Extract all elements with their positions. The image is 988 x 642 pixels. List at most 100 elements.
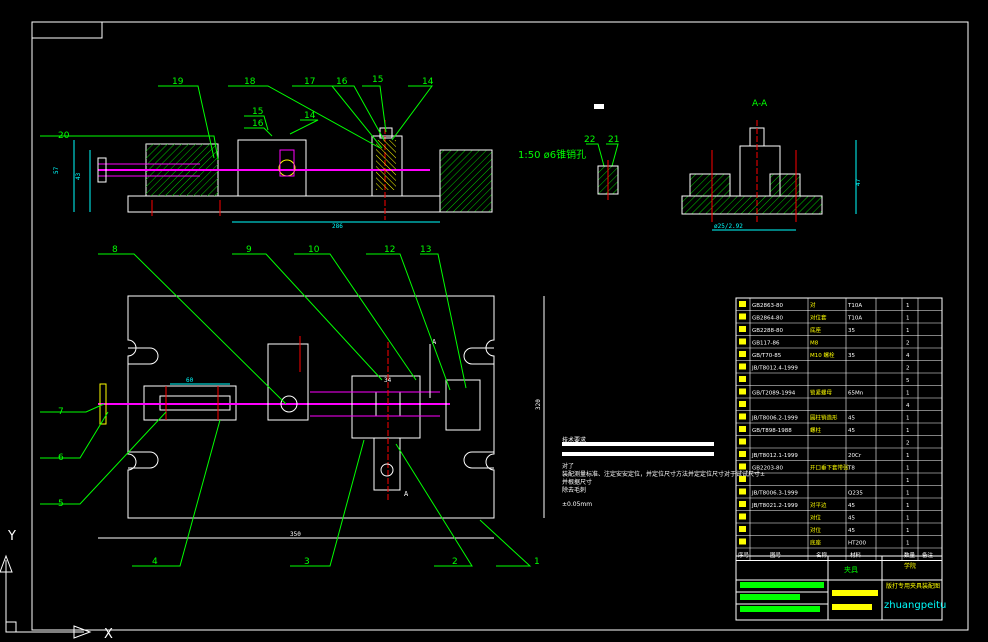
dim-width-front: 286 (332, 223, 343, 230)
bom-name: 对位 (810, 514, 822, 522)
bom-row-marker (739, 313, 746, 320)
balloon-13: 13 (420, 245, 431, 255)
balloon-16b: 16 (252, 119, 264, 129)
bom-code: GB2203-80 (752, 466, 784, 472)
balloon-20: 20 (58, 131, 70, 141)
bom-row-marker (739, 338, 746, 345)
bom-frame (735, 297, 943, 561)
bom-row-marker (739, 363, 746, 370)
bom-material: T10A (847, 316, 862, 322)
bom-header-no: 序号 (738, 551, 750, 559)
bom-name: 对 (810, 301, 816, 309)
bom-qty: 1 (906, 416, 910, 422)
bom-code: JB/T8006.2-1999 (751, 416, 798, 422)
balloon-19: 19 (172, 77, 184, 87)
bom-material: T10A (847, 303, 862, 309)
bom-row-marker (739, 476, 746, 482)
top-balloon-numbers: 19 18 17 16 15 14 20 15 16 14 22 21 (58, 75, 619, 145)
bom-qty: 2 (906, 441, 910, 447)
bom-qty: 5 (906, 378, 910, 384)
dim-height-left-2: 43 (75, 172, 82, 180)
bom-row-marker (739, 463, 746, 470)
note-line-2: 装配测量标准、注定安安定位，并定位尺寸方法并定定位尺寸对于试试尺寸± (562, 470, 765, 478)
axis-y-label: Y (7, 529, 16, 544)
bom-qty: 1 (906, 541, 910, 547)
title-school: 学院 (904, 562, 916, 570)
bom-header-code: 图号 (770, 551, 782, 559)
bom-name: 底座 (810, 326, 822, 334)
bom-row-marker (739, 538, 746, 545)
bom-material: 45 (848, 428, 855, 434)
balloon-1: 1 (534, 557, 540, 567)
bom-name: 对位 (810, 526, 822, 534)
balloon-6: 6 (58, 453, 64, 463)
bom-material: 45 (848, 528, 855, 534)
bom-code: GB/T2089-1994 (752, 391, 796, 397)
balloon-2: 2 (452, 557, 458, 567)
bom-row-marker (739, 501, 746, 507)
bom-row-marker (739, 513, 746, 520)
bom-qty: 1 (906, 491, 910, 497)
section-label: A-A (752, 99, 768, 109)
bom-qty: 1 (906, 478, 910, 484)
bom-header-qty: 数量 (904, 551, 916, 559)
balloon-21: 21 (608, 135, 619, 145)
bom-qty: 4 (906, 353, 910, 359)
bom-row-marker (739, 401, 746, 407)
bom-material: 35 (848, 328, 855, 334)
balloon-4: 4 (152, 557, 158, 567)
bom-row-marker (739, 376, 746, 382)
balloon-14: 14 (422, 77, 434, 87)
bom-name: 锁紧螺母 (810, 389, 833, 397)
bom-code: JB/T8006.3-1999 (751, 491, 798, 497)
bom-qty: 1 (906, 503, 910, 509)
bom-material: 45 (848, 503, 855, 509)
plan-view (98, 295, 545, 539)
bom-material: 65Mn (848, 391, 864, 397)
balloon-22: 22 (584, 135, 595, 145)
axis-x-label: X (104, 627, 113, 642)
notes-heading: 技术要求 (562, 436, 586, 444)
detail-view (597, 160, 619, 200)
dim-plan-height: 320 (535, 399, 542, 410)
bom-qty: 1 (906, 428, 910, 434)
balloon-16: 16 (336, 77, 348, 87)
bom-code: GB2863-80 (752, 303, 784, 309)
note-line-5: ±0.05mm (562, 501, 592, 508)
bom-code: GB/T70-85 (752, 353, 782, 359)
bom-code: GB2864-80 (752, 316, 784, 322)
plan-leaders (40, 253, 532, 567)
corner-label-box (31, 21, 103, 39)
bom-material: HT200 (848, 541, 866, 547)
bom-code: JB/T8012.4-1999 (751, 366, 798, 372)
bom-qty: 2 (906, 341, 910, 347)
bom-name: M8 (810, 341, 819, 347)
bom-material: 20Cr (848, 453, 862, 459)
dim-height-left: 57 (53, 166, 60, 174)
balloon-7: 7 (58, 407, 64, 417)
bom-qty: 1 (906, 453, 910, 459)
balloon-8: 8 (112, 245, 118, 255)
detail-label: 1:50 ø6锥销孔 (518, 148, 586, 161)
bom-header-name: 名称 (816, 551, 828, 559)
bom-qty: 2 (906, 366, 910, 372)
bom-qty: 1 (906, 466, 910, 472)
bom-row-marker (739, 351, 746, 357)
section-mark-a1: A (432, 338, 437, 346)
balloon-17: 17 (304, 77, 315, 87)
bom-name: 螺柱 (810, 426, 822, 434)
bom-code: GB117-86 (752, 341, 780, 347)
balloon-15b: 15 (252, 107, 263, 117)
bom-row-marker (739, 451, 746, 457)
dim-height-right: 47 (855, 178, 862, 186)
bom-row-marker (739, 388, 746, 395)
balloon-12: 12 (384, 245, 395, 255)
bom-qty: 1 (906, 516, 910, 522)
note-line-4: 除去毛刺 (562, 486, 586, 494)
balloon-14b: 14 (304, 111, 316, 121)
bom-material: 45 (848, 416, 855, 422)
bom-header-material: 材料 (850, 551, 862, 559)
bom-row-marker (739, 326, 746, 332)
bom-name: 对位套 (810, 314, 827, 322)
